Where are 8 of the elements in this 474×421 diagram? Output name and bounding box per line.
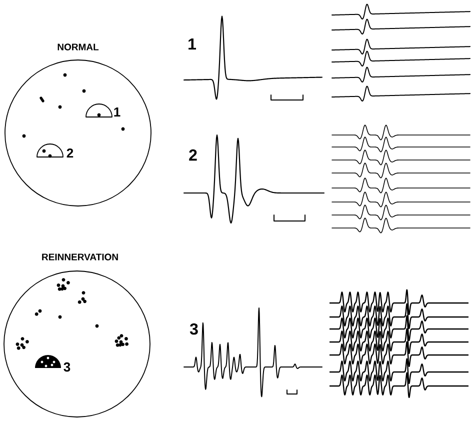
trace-number: 3 <box>190 323 198 335</box>
territory-number: 3 <box>64 362 70 372</box>
section-heading: REINNERVATION <box>42 254 118 260</box>
trace-number: 1 <box>188 38 196 50</box>
section-heading: NORMAL <box>58 44 99 50</box>
territory-number: 2 <box>66 148 74 158</box>
trace-number: 2 <box>189 149 197 161</box>
territory-number: 1 <box>114 108 120 116</box>
